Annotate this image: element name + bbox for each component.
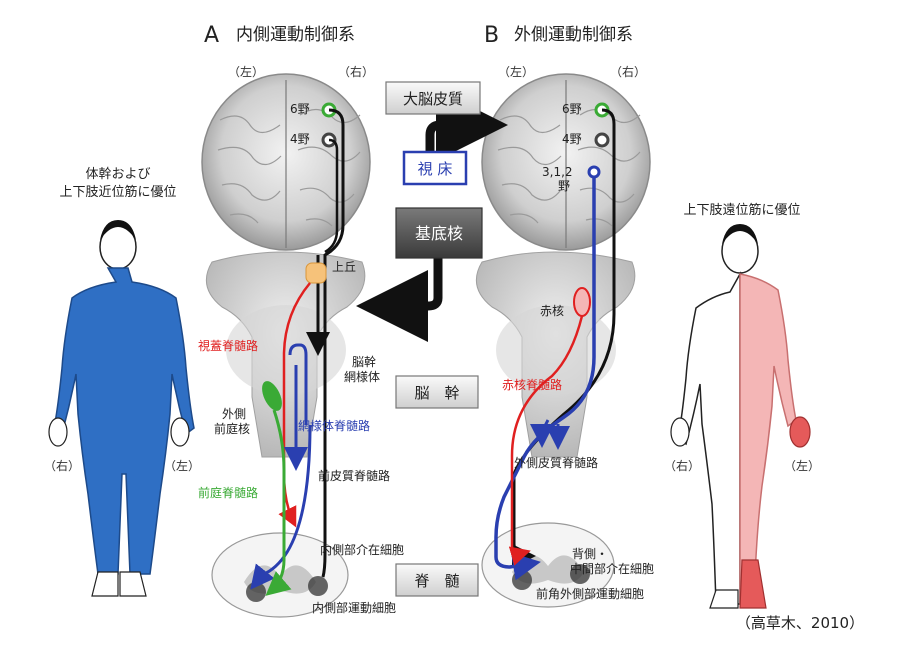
- rubrospinal-label: 赤核脊髄路: [502, 377, 562, 392]
- left-caption-1: 体幹および: [85, 166, 150, 182]
- panel-b-left-label: （左）: [498, 64, 534, 79]
- cortex-box: 大脳皮質: [385, 81, 481, 115]
- reticular-formation-label-2: 網様体: [344, 370, 380, 384]
- vestibulospinal-label: 前庭脊髄路: [198, 485, 258, 500]
- panel-a-right-label: （右）: [338, 64, 374, 79]
- tectospinal-label: 視蓋脊髄路: [198, 338, 258, 353]
- lateral-motor-neurons-label: 前角外側部運動細胞: [536, 586, 644, 601]
- brainstem-label: 脳 幹: [414, 384, 459, 402]
- thalamus-box: 視 床: [402, 150, 468, 186]
- vestibulospinal-path: [265, 409, 292, 596]
- medial-interneurons-label: 内側部介在細胞: [320, 542, 404, 557]
- brain-a-illustration: [201, 73, 371, 251]
- brainstem-b-illustration: [475, 251, 636, 458]
- anterior-corticospinal-path: [321, 108, 345, 578]
- thalamus-to-cortex-arrow: [425, 89, 508, 175]
- left-caption-2: 上下肢近位筋に優位: [59, 184, 176, 200]
- left-human-figure: 体幹および 上下肢近位筋に優位 （右） （左）: [44, 166, 200, 597]
- cortex-label: 大脳皮質: [403, 90, 463, 108]
- right-figure-left-label: （左）: [784, 458, 820, 473]
- panel-b-letter: B: [484, 23, 499, 48]
- panel-a-left-label: （左）: [228, 64, 264, 79]
- anterior-corticospinal-label: 前皮質脊髄路: [318, 468, 390, 483]
- tectospinal-path: [278, 282, 311, 528]
- vestibular-nucleus-label-2: 前庭核: [214, 421, 250, 436]
- brainstem-box: 脳 幹: [395, 375, 479, 409]
- lateral-corticospinal-label: 外側皮質脊髄路: [514, 455, 598, 470]
- red-nucleus-marker: [573, 287, 591, 317]
- panel-a-letter: A: [204, 23, 219, 48]
- right-figure-red-hand: [789, 416, 811, 448]
- citation: （高草木、2010）: [736, 614, 864, 632]
- vestibular-nucleus-marker: [262, 381, 282, 411]
- left-figure-body: [53, 267, 195, 575]
- spinal-cord-label: 脊 髄: [414, 572, 459, 590]
- panel-b-title: 外側運動制御系: [514, 25, 633, 45]
- basal-ganglia-box: 基底核: [395, 207, 483, 259]
- right-figure-pink-side: [739, 273, 797, 605]
- area312-label-2: 野: [558, 179, 570, 193]
- right-caption: 上下肢遠位筋に優位: [683, 202, 800, 218]
- rubrospinal-path: [508, 315, 584, 566]
- vestibular-nucleus-label-1: 外側: [222, 407, 246, 421]
- panel-a-title: 内側運動制御系: [236, 25, 355, 45]
- basal-ganglia-to-brainstem-arrow: [356, 258, 443, 342]
- superior-colliculus-label: 上丘: [332, 260, 356, 274]
- area6-a-label: 6野: [290, 102, 310, 116]
- spinal-cord-box: 脊 髄: [395, 563, 479, 597]
- area4-b-label: 4野: [562, 132, 582, 146]
- superior-colliculus-marker: [305, 262, 327, 284]
- brain-b-illustration: [481, 73, 651, 251]
- area6-b-label: 6野: [562, 102, 582, 116]
- interneurons-label-1: 背側・: [572, 547, 608, 561]
- right-figure-red-foot: [739, 559, 767, 609]
- reticular-formation-label-1: 脳幹: [352, 354, 376, 369]
- area4-a-label: 4野: [290, 132, 310, 146]
- red-nucleus-label: 赤核: [540, 304, 564, 318]
- right-human-figure: 上下肢遠位筋に優位 （右） （左）: [664, 202, 820, 609]
- reticulospinal-label: 網様体脊髄路: [298, 418, 370, 433]
- basal-ganglia-label: 基底核: [415, 224, 463, 243]
- panel-b-right-label: （右）: [610, 64, 646, 79]
- thalamus-label: 視 床: [418, 160, 453, 178]
- area312-marker: [587, 165, 601, 179]
- left-figure-right-label: （右）: [44, 458, 80, 473]
- right-figure-right-label: （右）: [664, 458, 700, 473]
- interneurons-label-2: 中間部介在細胞: [570, 561, 654, 576]
- left-figure-left-label: （左）: [164, 458, 200, 473]
- area312-label-1: 3,1,2: [542, 165, 573, 179]
- area4-b-marker: [594, 132, 610, 148]
- medial-motor-neurons-label: 内側部運動細胞: [312, 600, 396, 615]
